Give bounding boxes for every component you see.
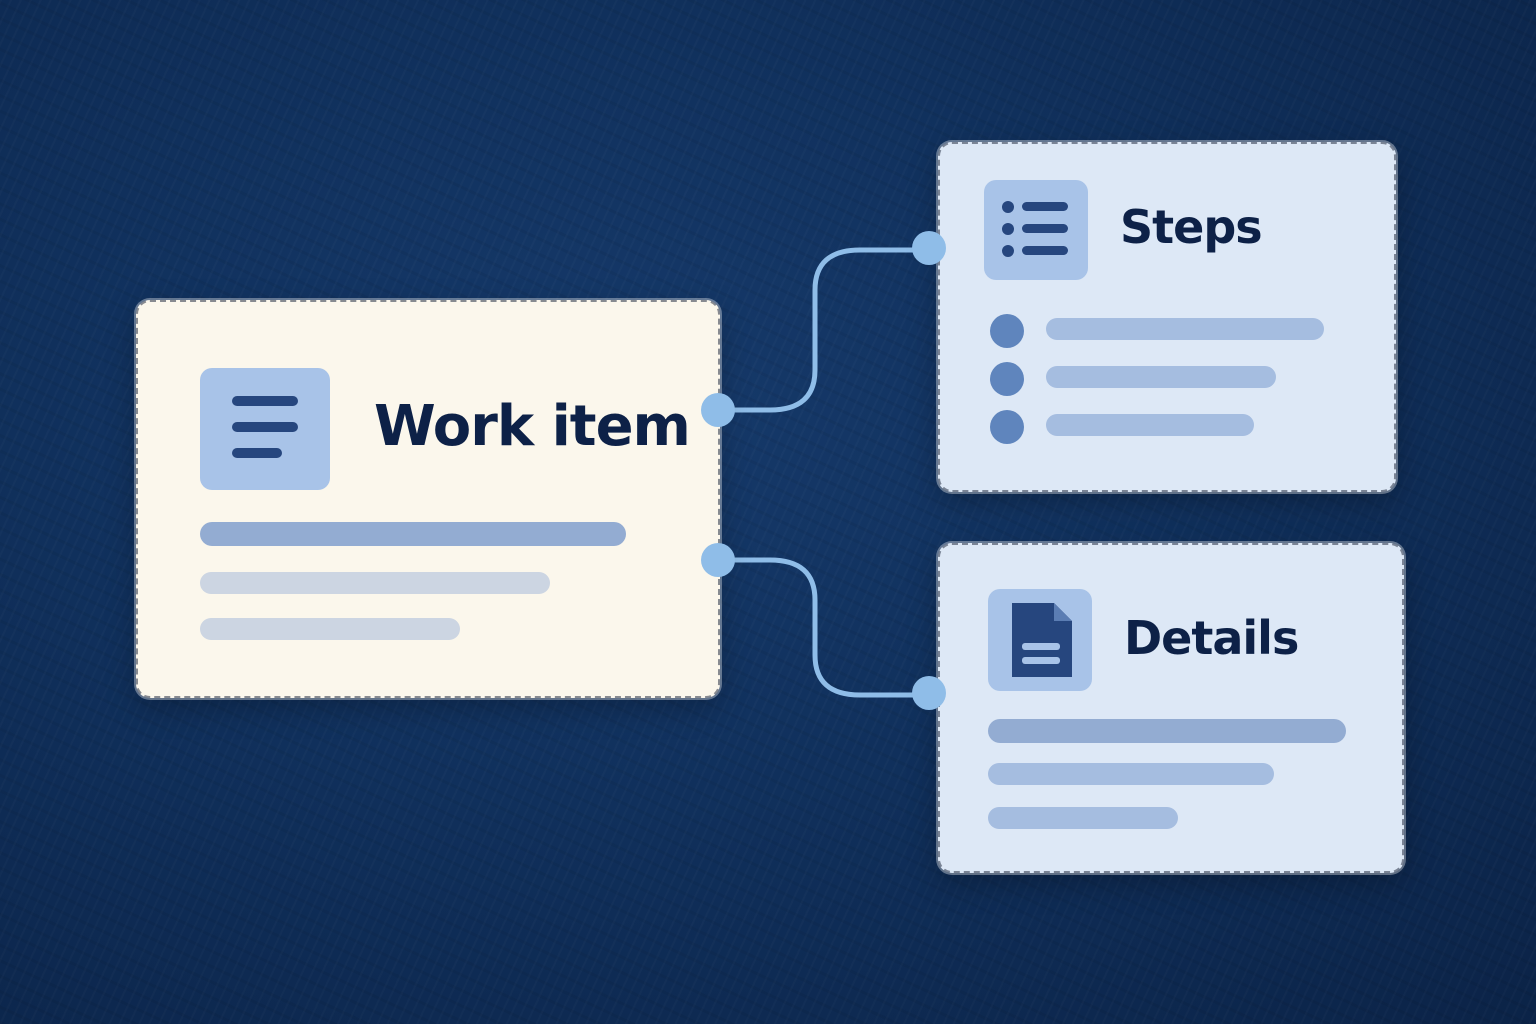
details-card[interactable]: Details [938,543,1404,873]
connector-main-to-steps [718,247,930,413]
text-lines-icon [200,368,330,490]
detail-placeholder-line [988,807,1178,829]
content-placeholder-line [200,522,626,546]
steps-title: Steps [1120,200,1263,254]
step-bullet [990,410,1024,444]
step-bullet [990,314,1024,348]
content-placeholder-line [200,618,460,640]
work-item-title: Work item [374,394,691,459]
work-item-card[interactable]: Work item [136,300,720,698]
bulleted-list-icon [984,180,1088,280]
document-icon [988,589,1092,691]
step-placeholder-line [1046,366,1276,388]
steps-card[interactable]: Steps [938,142,1396,492]
content-placeholder-line [200,572,550,594]
details-title: Details [1124,611,1299,665]
detail-placeholder-line [988,763,1274,785]
step-placeholder-line [1046,414,1254,436]
step-placeholder-line [1046,318,1324,340]
connector-main-to-details [718,557,930,698]
detail-placeholder-line [988,719,1346,743]
connector-port-in-details[interactable] [912,676,946,710]
step-bullet [990,362,1024,396]
connector-port-in-steps[interactable] [912,231,946,265]
connector-port-out-bottom[interactable] [701,543,735,577]
connector-port-out-top[interactable] [701,393,735,427]
